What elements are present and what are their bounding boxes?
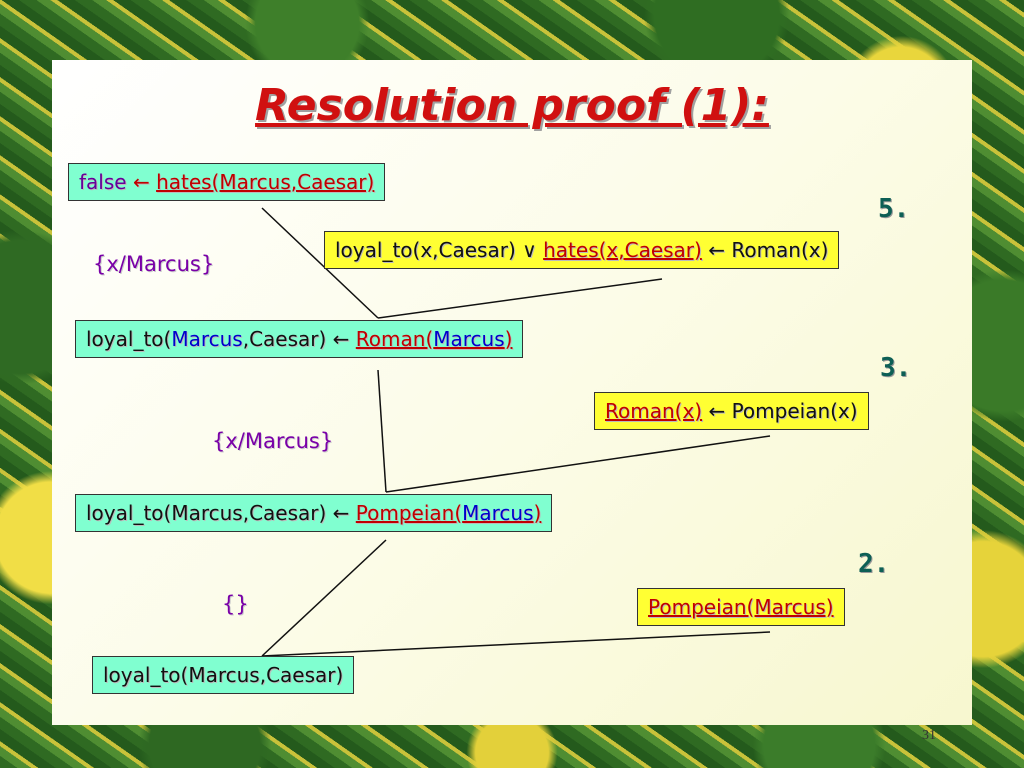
marcus-constant: Marcus <box>171 327 243 351</box>
pompeian-fact: Pompeian(Marcus) <box>648 595 834 619</box>
clause-box-goal-negation: false ← hates(Marcus,Caesar) <box>68 163 386 201</box>
clause-number-2: 2. <box>858 549 890 579</box>
substitution-1: {x/Marcus} <box>93 252 215 276</box>
pompeian-literal: Pompeian(x) <box>731 399 858 423</box>
roman-literal: Roman(x) <box>605 399 703 423</box>
pompeian-prefix: Pompeian( <box>355 501 463 525</box>
substitution-3: {} <box>222 592 249 616</box>
slide-title: Resolution proof (1): <box>255 80 769 131</box>
edge-clause2-to-final <box>261 631 771 657</box>
edge-false-to-loyal1 <box>261 207 379 319</box>
edge-loyal2-to-final <box>261 539 387 657</box>
arrow-symbol: ← <box>332 327 350 351</box>
edge-clause5-to-loyal1 <box>377 278 663 319</box>
clause-box-3: Roman(x) ← Pompeian(x) <box>594 392 869 430</box>
marcus-constant: Marcus <box>462 501 534 525</box>
clause-box-resolvent-2: loyal_to(Marcus,Caesar) ← Pompeian(Marcu… <box>75 494 553 532</box>
arrow-symbol: ← <box>708 399 726 423</box>
hates-literal: hates(x,Caesar) <box>543 238 702 262</box>
edge-loyal1-to-loyal2 <box>377 369 387 493</box>
loyal-prefix: loyal_to( <box>86 327 172 351</box>
clause-box-2: Pompeian(Marcus) <box>637 588 845 626</box>
clause-number-3: 3. <box>880 353 912 383</box>
roman-prefix: Roman( <box>355 327 434 351</box>
roman-close: ) <box>504 327 513 351</box>
hates-literal: hates(Marcus,Caesar) <box>156 170 375 194</box>
clause-box-5: loyal_to(x,Caesar) ∨ hates(x,Caesar) ← R… <box>324 231 840 269</box>
pompeian-close: ) <box>533 501 542 525</box>
arrow-symbol: ← <box>708 238 725 262</box>
clause-number-5: 5. <box>878 194 910 224</box>
loyal-literal: loyal_to(Marcus,Caesar) <box>86 501 327 525</box>
clause-box-resolvent-1: loyal_to(Marcus,Caesar) ← Roman(Marcus) <box>75 320 524 358</box>
final-literal: loyal_to(Marcus,Caesar) <box>103 663 344 687</box>
substitution-2: {x/Marcus} <box>212 429 334 453</box>
or-symbol: ∨ <box>522 238 537 262</box>
loyal-suffix: ,Caesar) <box>242 327 327 351</box>
loyal-literal: loyal_to(x,Caesar) <box>335 238 516 262</box>
pompeian-literal: Pompeian(Marcus) <box>356 501 542 525</box>
false-keyword: false <box>79 170 127 194</box>
arrow-symbol: ← <box>132 170 150 194</box>
marcus-constant: Marcus <box>433 327 505 351</box>
clause-box-final: loyal_to(Marcus,Caesar) <box>92 656 355 694</box>
roman-literal: Roman(Marcus) <box>356 327 513 351</box>
edge-clause3-to-loyal2 <box>385 435 771 493</box>
page-number: 31 <box>922 728 936 743</box>
arrow-symbol: ← <box>332 501 350 525</box>
roman-literal: Roman(x) <box>731 238 829 262</box>
